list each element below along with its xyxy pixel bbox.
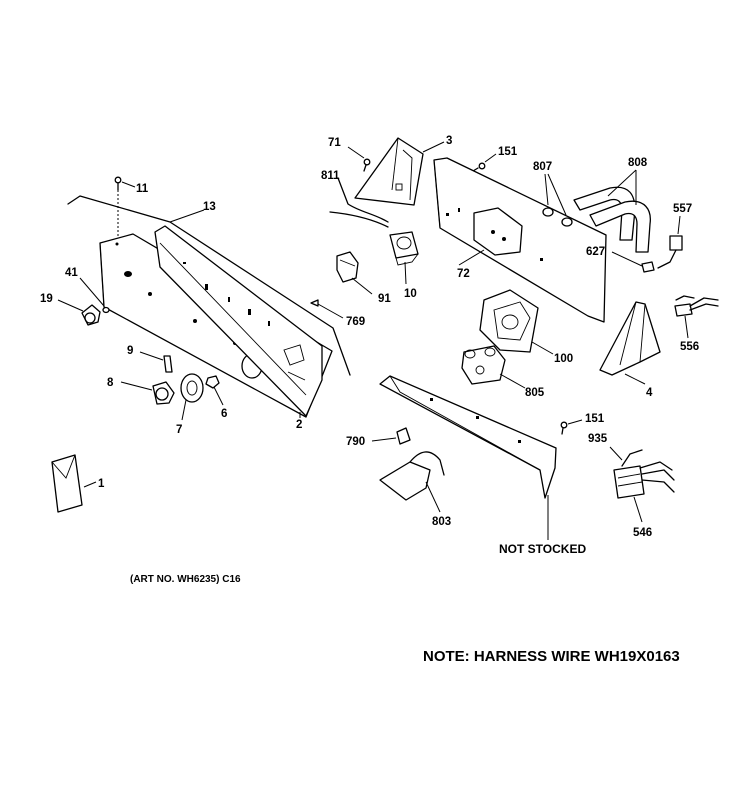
callout-9: 9 (127, 345, 133, 357)
part-9-clip (163, 355, 173, 373)
callout-91: 91 (378, 293, 391, 305)
part-557-connector (657, 235, 683, 269)
part-4-bracket (599, 301, 661, 376)
callout-807: 807 (533, 161, 552, 173)
callout-808: 808 (628, 157, 648, 169)
part-10-pressure-switch (389, 231, 419, 266)
callout-546: 546 (633, 527, 652, 539)
part-1-envelope (51, 454, 83, 513)
part-808-hoses (573, 186, 651, 253)
art-number-note: (ART NO. WH6235) C16 (130, 574, 241, 585)
part-71-screw (363, 158, 371, 172)
part-7-dial (180, 373, 204, 403)
callout-803: 803 (432, 516, 451, 528)
part-72-backsplash (433, 157, 607, 323)
harness-wire-note: NOTE: HARNESS WIRE WH19X0163 (423, 648, 680, 665)
callout-8: 8 (107, 377, 114, 389)
callout-100: 100 (554, 353, 573, 365)
callout-19: 19 (40, 293, 53, 305)
callout-3: 3 (446, 135, 452, 147)
callout-6: 6 (221, 408, 227, 420)
part-556-connector (674, 295, 719, 317)
callout-13: 13 (203, 201, 216, 213)
part-11-screw (114, 176, 122, 191)
callout-769: 769 (346, 316, 365, 328)
part-3-bracket (354, 137, 424, 206)
part-546-harness-plug (613, 449, 675, 499)
callout-1: 1 (98, 478, 105, 490)
part-91-switch (336, 251, 359, 283)
part-100-timer (479, 289, 539, 353)
callout-7: 7 (176, 424, 182, 436)
part-935-wire (609, 446, 623, 461)
callout-557: 557 (673, 203, 692, 215)
callout-811: 811 (321, 170, 340, 182)
callout-805: 805 (525, 387, 545, 399)
part-811-hose (329, 177, 389, 228)
part-803-harness-clip (379, 451, 445, 501)
part-151-screw-top (472, 162, 486, 172)
callout-10: 10 (404, 288, 417, 300)
callout-627: 627 (586, 246, 605, 258)
callout-151-lower: 151 (585, 413, 605, 425)
not-stocked-label: NOT STOCKED (499, 542, 587, 556)
part-6-nut (205, 375, 220, 389)
part-807-washers (542, 207, 573, 227)
callout-11: 11 (136, 183, 149, 195)
part-805-valve (461, 345, 506, 385)
part-151-screw-lower (560, 421, 568, 435)
callout-4: 4 (646, 387, 653, 399)
callout-71: 71 (328, 137, 341, 149)
callout-41: 41 (65, 267, 78, 279)
callout-790: 790 (346, 436, 365, 448)
part-8-knob (152, 381, 175, 405)
callout-151-top: 151 (498, 146, 518, 158)
part-790-clip (396, 427, 411, 445)
part-41-clip (102, 306, 110, 314)
callout-2: 2 (296, 419, 302, 431)
part-19-knob (81, 304, 101, 326)
part-2-control-panel-back (154, 225, 323, 417)
part-627-clip (641, 261, 655, 273)
part-not-stocked-plate (379, 375, 557, 499)
part-769-screw (310, 299, 319, 307)
callout-556: 556 (680, 341, 699, 353)
callout-72: 72 (457, 268, 470, 280)
callout-935: 935 (588, 433, 608, 445)
